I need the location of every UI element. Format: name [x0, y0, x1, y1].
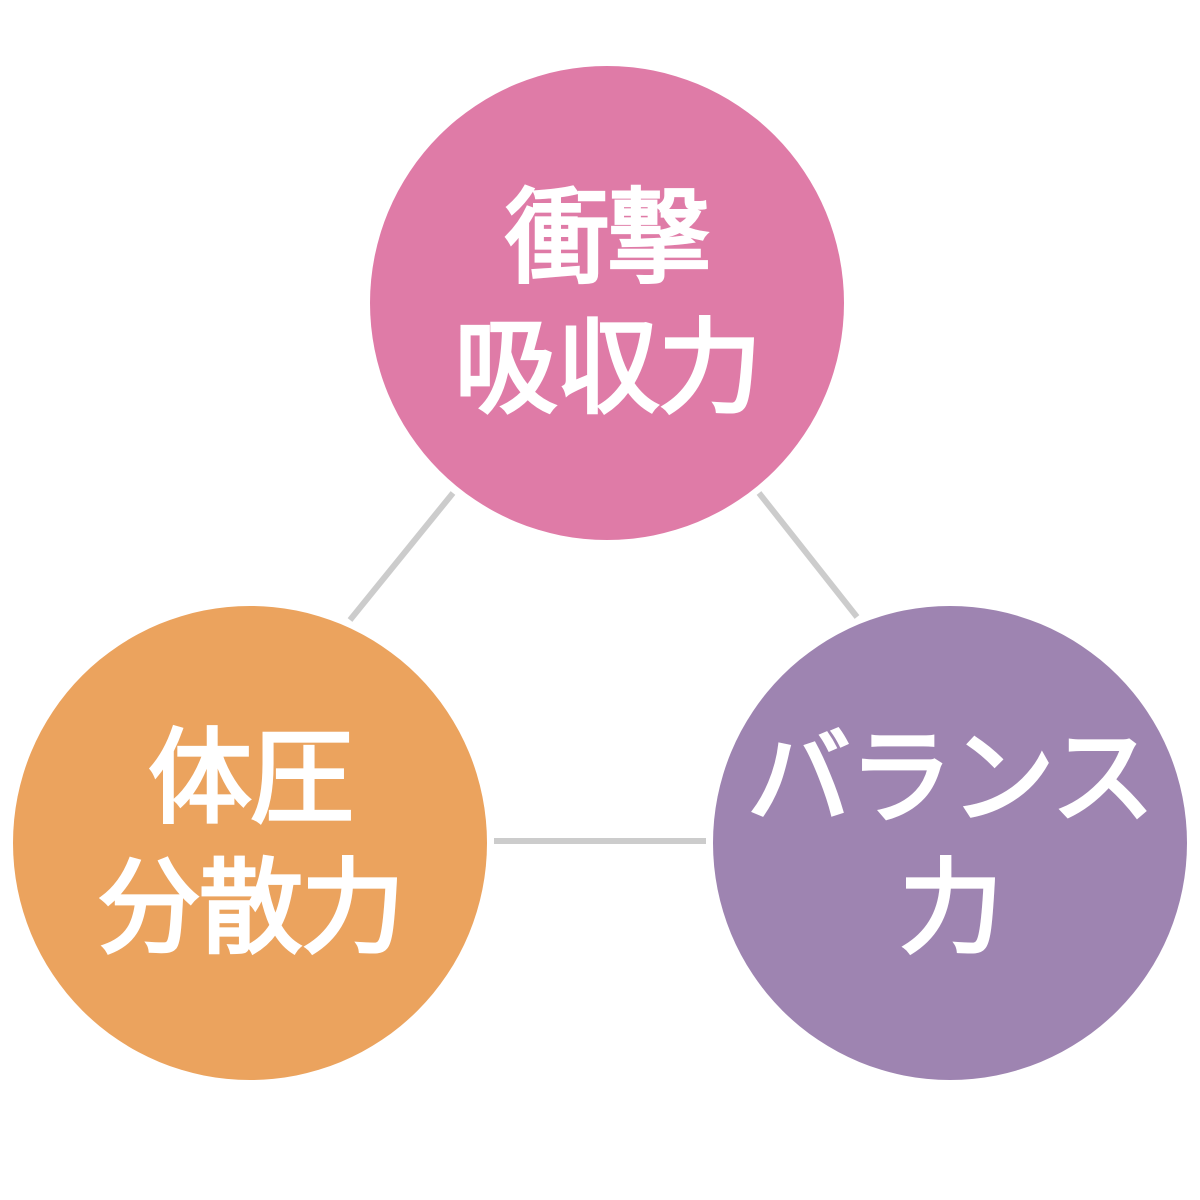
node-label-line: 吸収力: [453, 307, 762, 429]
node-label-line: 分散力: [96, 847, 405, 969]
node-balance: バランス 力: [713, 606, 1187, 1080]
node-pressure-distribution: 体圧 分散力: [13, 606, 487, 1080]
node-shock-absorption: 衝撃 吸収力: [370, 66, 844, 540]
node-label-line: 力: [898, 847, 1003, 969]
node-label-line: 体圧: [147, 717, 354, 839]
node-label-line: 衝撃: [504, 177, 711, 299]
connector-top-left: [347, 491, 456, 622]
connector-top-right: [756, 491, 860, 619]
node-label-line: バランス: [747, 717, 1155, 839]
